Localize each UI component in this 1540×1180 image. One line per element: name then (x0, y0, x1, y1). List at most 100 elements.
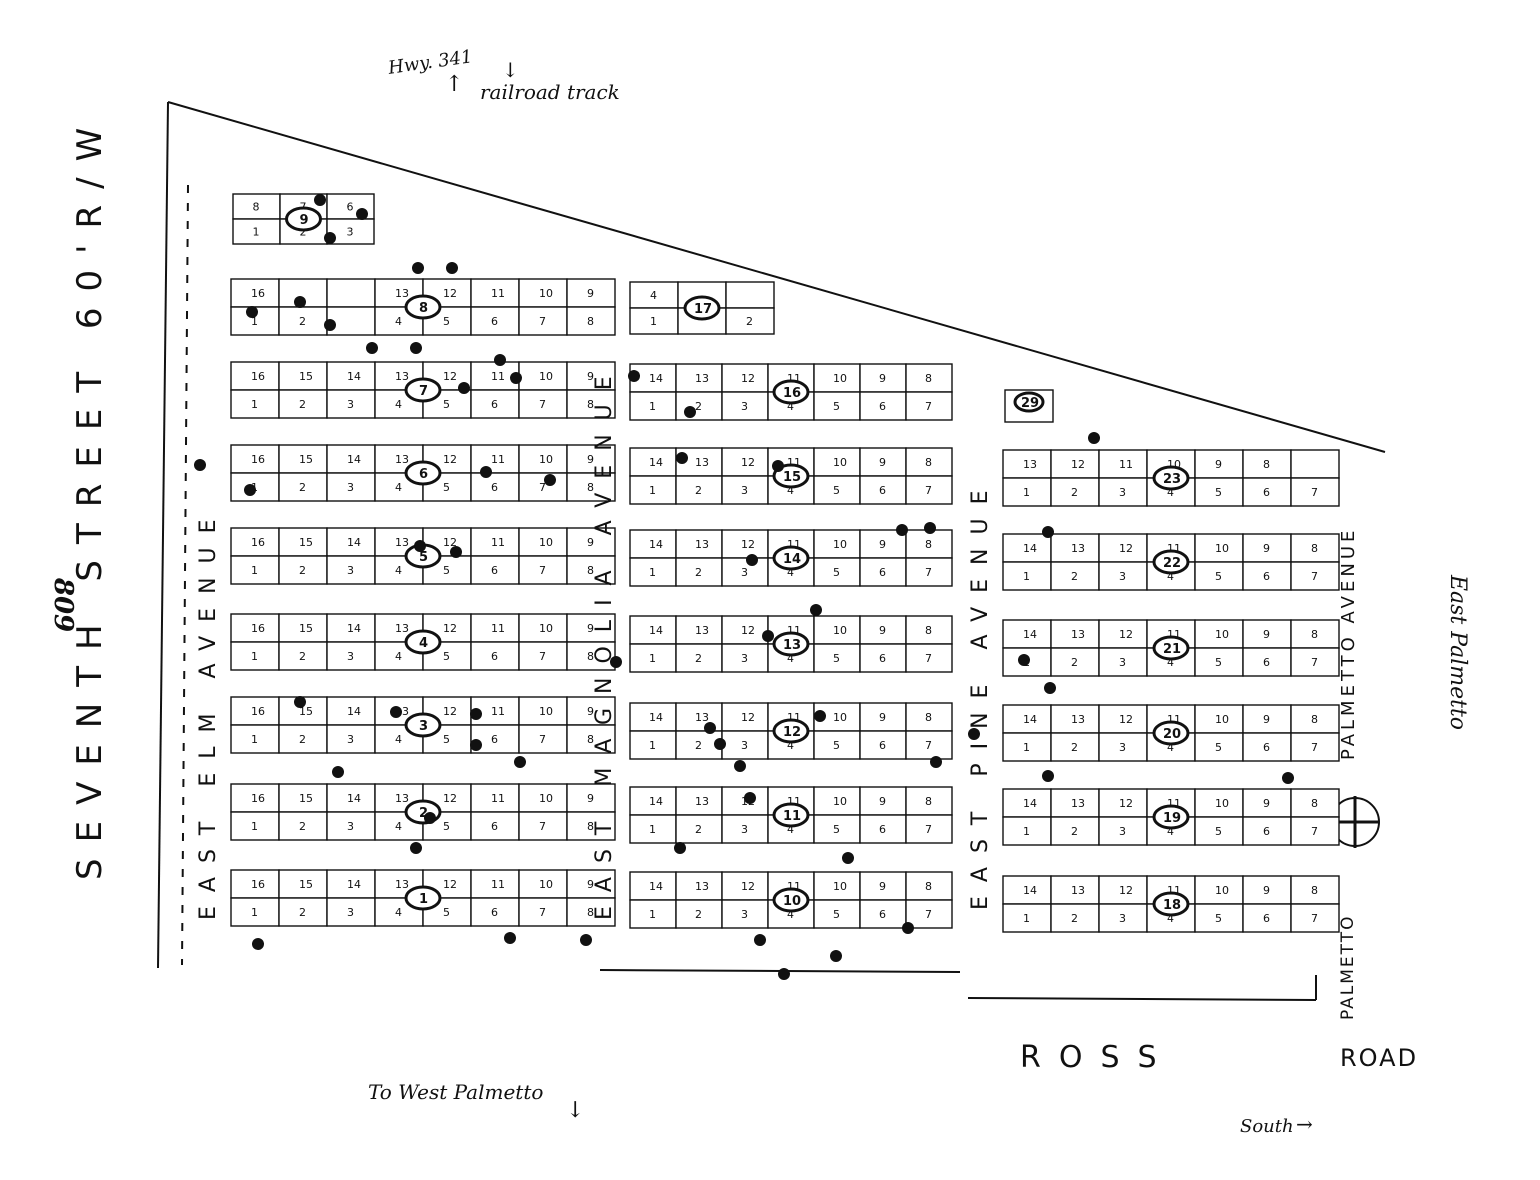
lot-number: 7 (925, 908, 932, 921)
lot-number: 9 (879, 711, 886, 724)
lot-number: 8 (1311, 797, 1318, 810)
lot-number: 5 (833, 908, 840, 921)
tree-marker-icon (294, 696, 306, 708)
lot-number: 9 (587, 370, 594, 383)
block-number-circle (772, 802, 810, 828)
lot (566, 389, 616, 419)
lot-number: 2 (1071, 912, 1078, 925)
lot-number: 9 (879, 538, 886, 551)
lot-number: 9 (587, 287, 594, 300)
lot (721, 814, 769, 844)
block-number-circle (772, 463, 810, 489)
lot-number: 7 (1311, 741, 1318, 754)
lot (566, 444, 616, 474)
lot (230, 613, 280, 643)
lot (278, 869, 328, 899)
lot-number: 6 (491, 650, 498, 663)
lot (326, 555, 376, 585)
lot-number: 11 (491, 878, 505, 891)
lot-number: 6 (879, 652, 886, 665)
lot-number: 3 (741, 908, 748, 921)
tree-marker-icon (244, 484, 256, 496)
lot-number: 4 (395, 481, 402, 494)
lot-number: 6 (491, 315, 498, 328)
lot (813, 814, 861, 844)
block-number: 12 (783, 725, 801, 740)
lot-number: 12 (1119, 884, 1133, 897)
lot-number: 7 (539, 564, 546, 577)
lot (1098, 647, 1148, 677)
lot-number: 16 (251, 622, 265, 635)
tree-marker-icon (1282, 772, 1294, 784)
lot (326, 527, 376, 557)
lot (230, 527, 280, 557)
lot-number: 10 (539, 370, 553, 383)
lot-number: 13 (1071, 542, 1085, 555)
lot-number: 10 (833, 711, 847, 724)
lot-number: 2 (695, 400, 702, 413)
lot (1290, 704, 1340, 734)
lot-number: 9 (1263, 884, 1270, 897)
lot-number: 2 (695, 566, 702, 579)
lot (326, 472, 376, 502)
lot-number: 1 (1023, 570, 1030, 583)
lot-number: 2 (299, 315, 306, 328)
lot (470, 472, 520, 502)
lot (230, 444, 280, 474)
lot-number: 5 (443, 398, 450, 411)
lot-number: 2 (1071, 825, 1078, 838)
lot (278, 897, 328, 927)
lot-number: 5 (1215, 486, 1222, 499)
block-number-circle (1152, 891, 1190, 917)
lot-number: 12 (443, 370, 457, 383)
lot (326, 724, 376, 754)
lot (1290, 647, 1340, 677)
lot-number: 2 (1071, 486, 1078, 499)
tree-marker-icon (446, 262, 458, 274)
lot-number: 1 (253, 226, 260, 239)
block-number-circle (1152, 804, 1190, 830)
lot-number: 1 (251, 650, 258, 663)
lot-number: 5 (833, 484, 840, 497)
lot (1098, 477, 1148, 507)
lot-number: 9 (879, 372, 886, 385)
lot (278, 555, 328, 585)
railroad-arrow-icon: ↓ (502, 58, 519, 82)
lot-number: 14 (1023, 713, 1037, 726)
lot-number: 10 (539, 536, 553, 549)
lot (721, 643, 769, 673)
lot (675, 871, 723, 901)
lot-number: 8 (587, 481, 594, 494)
lot-number: 5 (443, 820, 450, 833)
lot-number: 14 (347, 370, 361, 383)
lot (905, 871, 953, 901)
lot-number: 13 (395, 622, 409, 635)
tree-marker-icon (610, 656, 622, 668)
lot-number: 16 (251, 792, 265, 805)
lot-number: 14 (649, 456, 663, 469)
lot (518, 555, 568, 585)
lot-number: 3 (1119, 741, 1126, 754)
lot-number: 13 (1023, 458, 1037, 471)
lot-number: 8 (587, 398, 594, 411)
tree-marker-icon (412, 262, 424, 274)
lot-number: 3 (1119, 912, 1126, 925)
lot-number: 3 (741, 739, 748, 752)
south-annotation: South (1240, 1116, 1294, 1137)
lot-number: 13 (695, 538, 709, 551)
tree-marker-icon (704, 722, 716, 734)
lot-number: 6 (1263, 656, 1270, 669)
lot (1050, 477, 1100, 507)
lot-number: 7 (925, 823, 932, 836)
lot (326, 641, 376, 671)
lot-number: 12 (741, 880, 755, 893)
lot (470, 724, 520, 754)
tree-marker-icon (510, 372, 522, 384)
lot (518, 444, 568, 474)
lot-number: 5 (1215, 912, 1222, 925)
